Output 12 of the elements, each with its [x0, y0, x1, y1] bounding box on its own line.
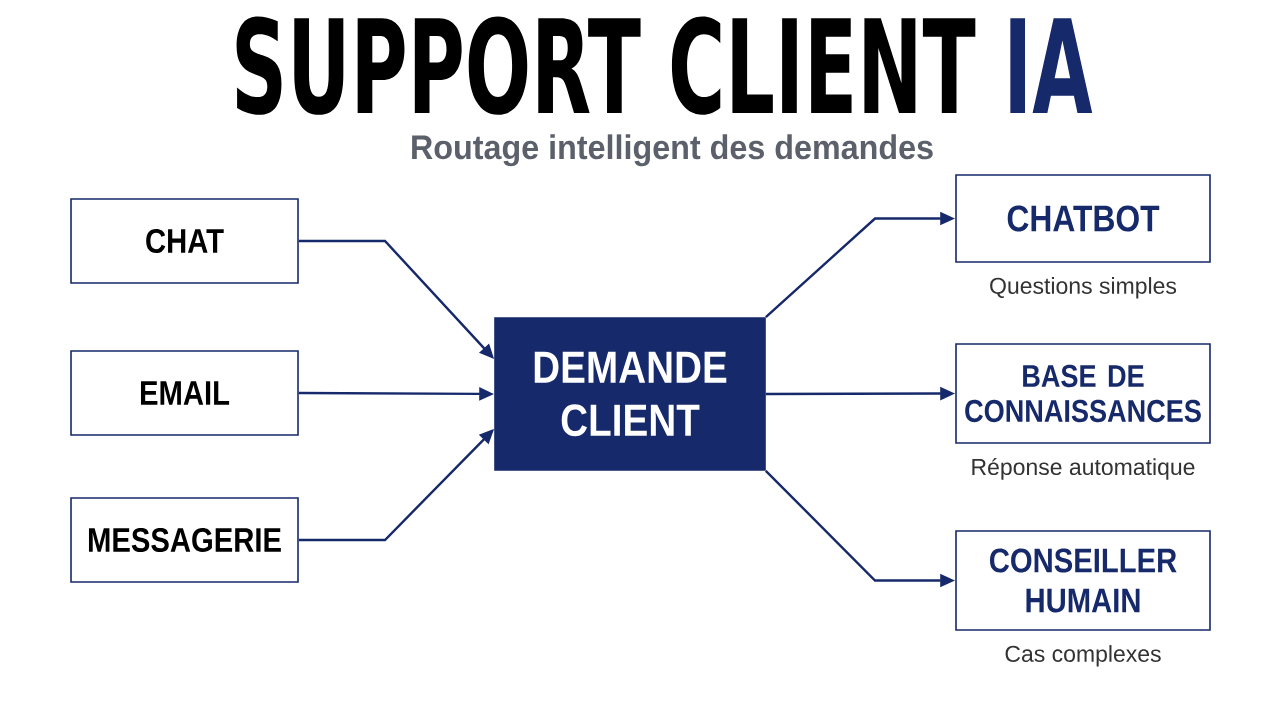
channel-box: CHAT	[70, 198, 299, 284]
node-caption: Questions simples	[990, 277, 1177, 299]
destination-box: BASE DE CONNAISSANCES	[955, 343, 1211, 444]
node-caption: Réponse automatique	[972, 457, 1195, 480]
destination-box: CHATBOT	[955, 174, 1211, 263]
channel-box: MESSAGERIE	[70, 497, 299, 583]
destination-box: CONSEILLER HUMAIN	[955, 530, 1211, 631]
title: SUPPORT CLIENT IA	[236, 16, 1093, 115]
request-box: DEMANDE CLIENT	[494, 317, 766, 471]
channel-box: EMAIL	[70, 350, 299, 436]
subtitle: Routage intelligent des demandes	[412, 134, 933, 167]
node-caption: Cas complexes	[1005, 645, 1161, 667]
